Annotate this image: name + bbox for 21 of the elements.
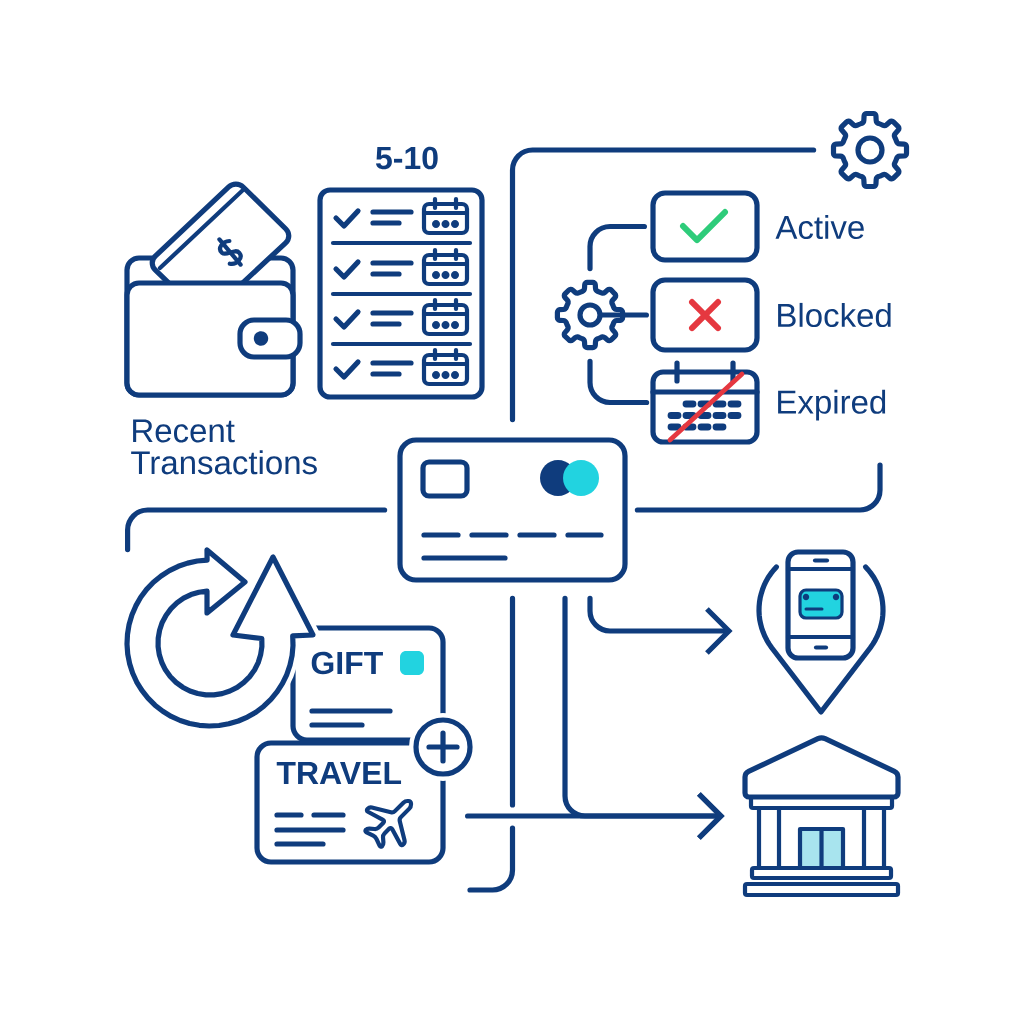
connector-line bbox=[587, 223, 647, 272]
gear-icon bbox=[830, 110, 910, 190]
arrow bbox=[587, 595, 733, 655]
connector-line bbox=[509, 147, 817, 423]
status-label: Expired bbox=[778, 389, 886, 421]
connector-line bbox=[599, 312, 649, 318]
arrow bbox=[465, 792, 725, 840]
bank-icon bbox=[742, 735, 901, 898]
calendar-icon bbox=[650, 360, 760, 445]
gear-icon bbox=[554, 279, 626, 351]
credit-card bbox=[397, 437, 628, 583]
connector-line bbox=[587, 358, 650, 406]
status-label: Active bbox=[775, 214, 864, 240]
status-label: Blocked bbox=[778, 302, 891, 328]
heading: 5-10 bbox=[375, 146, 438, 170]
connector-line bbox=[634, 462, 883, 513]
connector-line bbox=[125, 507, 388, 553]
phone-pin-icon bbox=[756, 549, 886, 715]
wallet-label: Recent Transactions bbox=[131, 419, 317, 475]
wallet-icon bbox=[124, 181, 303, 398]
connector-line bbox=[467, 595, 516, 893]
